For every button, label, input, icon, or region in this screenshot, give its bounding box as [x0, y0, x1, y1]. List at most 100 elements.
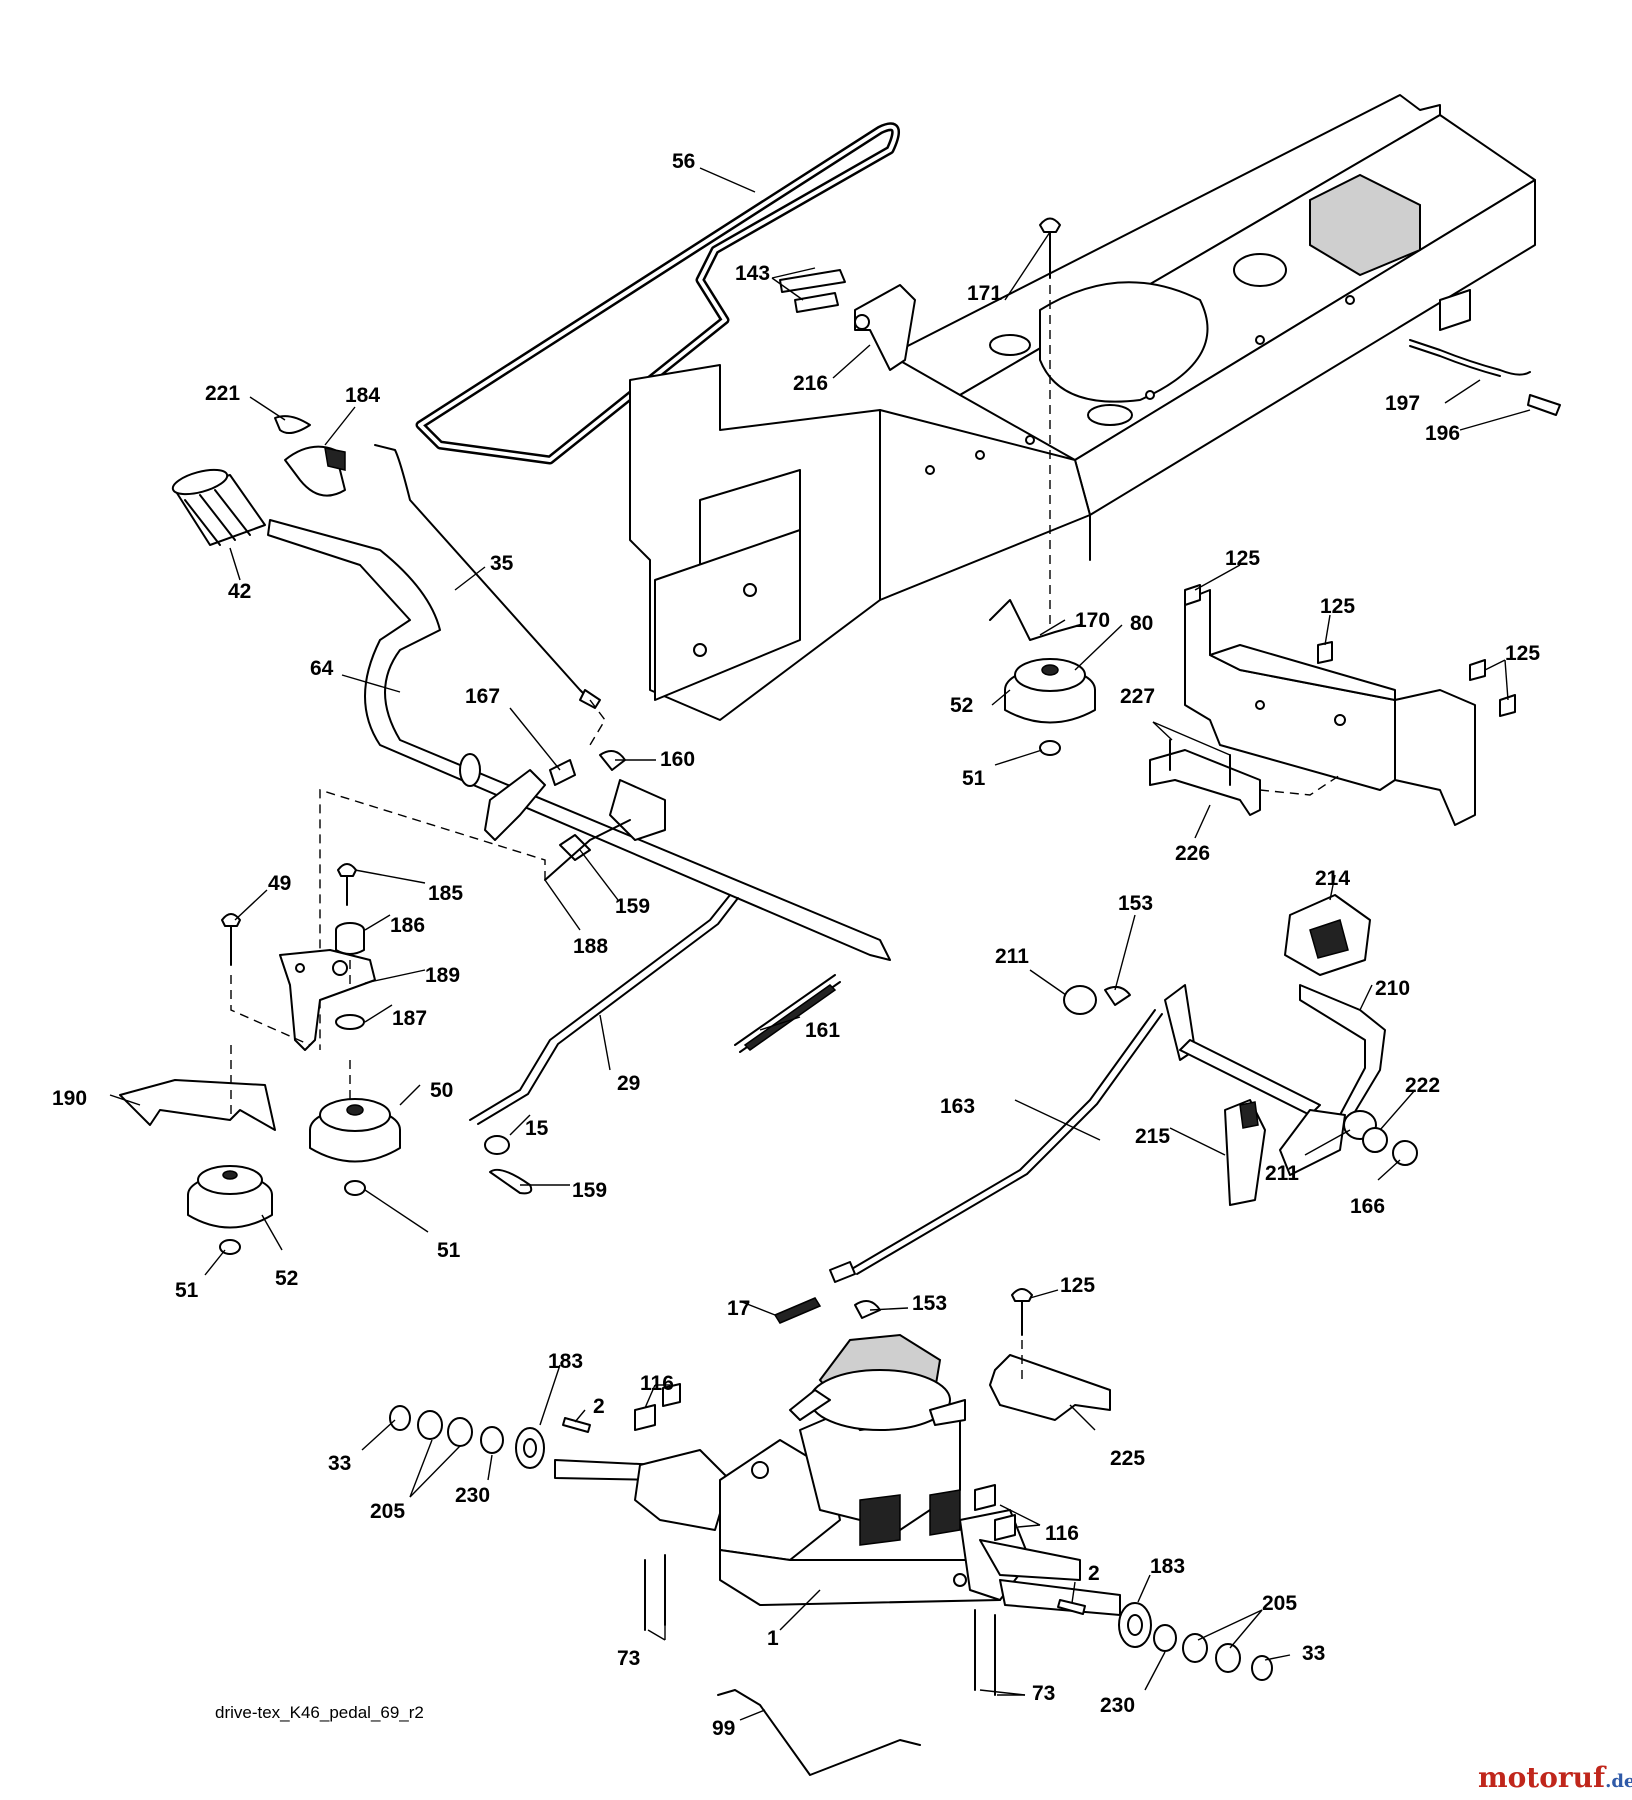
cover-184	[284, 445, 346, 497]
bracket-225	[989, 1354, 1111, 1421]
label-225: 225	[1110, 1447, 1145, 1470]
cover-215	[1224, 1099, 1266, 1206]
grip-42	[171, 468, 266, 546]
label-188: 188	[573, 935, 608, 958]
label-170: 170	[1075, 609, 1110, 632]
rod-99	[717, 1689, 921, 1776]
bolt-185	[337, 863, 357, 906]
label-73b: 73	[1032, 1682, 1055, 1705]
label-52a: 52	[950, 694, 973, 717]
watermark-name: motoruf	[1478, 1761, 1607, 1794]
dash-167	[589, 699, 606, 746]
pedal-pad-214	[1284, 894, 1371, 976]
bolts-227	[1169, 739, 1231, 786]
label-183b: 183	[1150, 1555, 1185, 1578]
label-33b: 33	[1302, 1642, 1325, 1665]
spring-17	[773, 1297, 822, 1324]
label-56: 56	[672, 150, 695, 173]
label-184: 184	[345, 384, 380, 407]
washer-187	[335, 1014, 365, 1030]
label-230a: 230	[455, 1484, 490, 1507]
label-2a: 2	[593, 1395, 605, 1418]
label-167: 167	[465, 685, 500, 708]
pulley-50	[309, 1098, 401, 1163]
rod-170	[989, 599, 1081, 641]
pedal-bracket	[1164, 984, 1321, 1116]
label-51b: 51	[437, 1239, 461, 1262]
label-215: 215	[1135, 1125, 1170, 1148]
label-35: 35	[490, 552, 514, 575]
label-230b: 230	[1100, 1694, 1135, 1717]
label-51a: 51	[962, 767, 986, 790]
label-33a: 33	[328, 1452, 351, 1475]
washer-222	[1362, 1127, 1388, 1153]
label-159a: 159	[615, 895, 650, 918]
label-143: 143	[735, 262, 770, 285]
label-153b: 153	[912, 1292, 947, 1315]
idler-bracket-189	[279, 949, 376, 1051]
rod-197	[1409, 339, 1531, 377]
label-73a: 73	[617, 1647, 640, 1670]
label-185: 185	[428, 882, 463, 905]
clip-33b	[1251, 1655, 1273, 1681]
clip-153a	[1104, 985, 1131, 1006]
label-187: 187	[392, 1007, 427, 1030]
label-125c: 125	[1505, 642, 1540, 665]
nut-116a	[634, 1404, 656, 1431]
bracket-216	[854, 284, 916, 371]
label-226: 226	[1175, 842, 1210, 865]
label-216: 216	[793, 372, 828, 395]
label-51c: 51	[175, 1279, 199, 1302]
label-183a: 183	[548, 1350, 583, 1373]
bolt-125c	[1469, 659, 1486, 681]
key-2a	[562, 1417, 591, 1433]
nut-51a	[1039, 740, 1061, 756]
clip-33a	[389, 1405, 411, 1431]
label-221: 221	[205, 382, 240, 405]
label-15: 15	[525, 1117, 549, 1140]
bolt-125d	[1499, 694, 1516, 717]
link-29	[469, 894, 731, 1121]
rod-35	[374, 444, 601, 709]
drive-belt	[415, 122, 901, 465]
label-29: 29	[617, 1072, 640, 1095]
label-49: 49	[268, 872, 291, 895]
label-159b: 159	[572, 1179, 607, 1202]
label-197: 197	[1385, 392, 1420, 415]
label-2b: 2	[1088, 1562, 1100, 1585]
label-99: 99	[712, 1717, 735, 1740]
ring-166	[1392, 1140, 1418, 1166]
clip-221	[274, 415, 311, 435]
dash-49	[230, 975, 311, 1046]
label-196: 196	[1425, 422, 1460, 445]
washer-205a	[417, 1410, 443, 1440]
bracket-226	[1149, 749, 1261, 816]
bolts-143	[779, 269, 846, 313]
bolt-196	[1527, 394, 1561, 416]
rod-163b	[856, 1013, 1163, 1275]
washer-230b	[1153, 1624, 1177, 1652]
callouts: 56 143 171 216 221 184 197 196 42 35 64 …	[52, 150, 1540, 1740]
bracket-190	[119, 1079, 276, 1131]
label-210: 210	[1375, 977, 1410, 1000]
label-80: 80	[1130, 612, 1153, 635]
rod-end-163	[829, 1261, 856, 1283]
pin-159b	[489, 1168, 533, 1195]
washer-230a	[480, 1426, 504, 1454]
label-153a: 153	[1118, 892, 1153, 915]
label-166: 166	[1350, 1195, 1385, 1218]
watermark-logo: motoruf.de	[1478, 1761, 1632, 1794]
bolt-125e	[1011, 1288, 1033, 1336]
label-190: 190	[52, 1087, 87, 1110]
shift-shaft-64	[267, 519, 891, 961]
pedal-lever-210	[1279, 984, 1386, 1176]
spacer-186	[335, 922, 365, 955]
link-29b	[477, 897, 739, 1125]
washer-205b	[447, 1417, 473, 1447]
label-125b: 125	[1320, 595, 1355, 618]
bolt-125b	[1317, 641, 1333, 664]
nut-51b	[344, 1180, 366, 1196]
label-42: 42	[228, 580, 251, 603]
